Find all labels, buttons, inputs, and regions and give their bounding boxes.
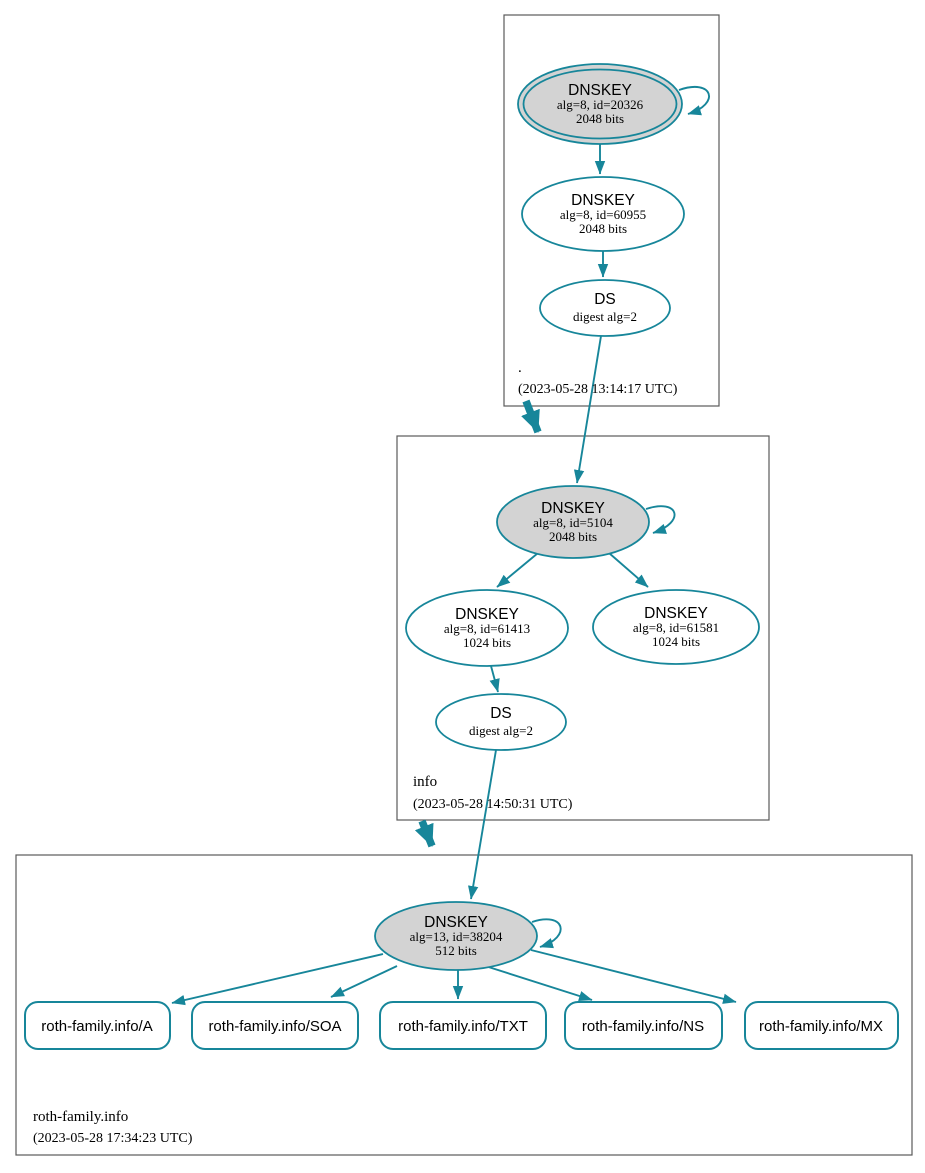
dnskey-60955-detail: alg=8, id=60955 bbox=[560, 207, 646, 222]
edge-dnskey-38204-to-rrset-soa bbox=[330, 965, 398, 998]
dnskey-61413-title: DNSKEY bbox=[455, 606, 519, 623]
rrset-a-label: roth-family.info/A bbox=[41, 1018, 152, 1035]
rrset-txt-label: roth-family.info/TXT bbox=[398, 1018, 528, 1035]
rrset-node-soa[interactable] bbox=[191, 1001, 359, 1050]
edge-dnskey-38204-to-rrset-mx bbox=[530, 949, 737, 1004]
zone-timestamp-root: (2023-05-28 13:14:17 UTC) bbox=[518, 382, 678, 397]
edge-ds-info-to-dnskey-38204 bbox=[468, 749, 497, 900]
dnskey-61581-bits: 1024 bits bbox=[652, 634, 700, 649]
ds-root-node[interactable] bbox=[539, 279, 671, 337]
edge-dnskey-38204-to-rrset-a bbox=[171, 953, 384, 1006]
edge-selfsign-dnskey-5104 bbox=[645, 505, 676, 534]
ds-info-node[interactable] bbox=[435, 693, 567, 751]
dnskey-20326-bits: 2048 bits bbox=[576, 111, 624, 126]
dnskey-5104-node[interactable] bbox=[496, 485, 650, 559]
zone-timestamp-info: (2023-05-28 14:50:31 UTC) bbox=[413, 797, 573, 812]
dnskey-5104-title: DNSKEY bbox=[541, 500, 605, 517]
dnskey-5104-detail: alg=8, id=5104 bbox=[533, 515, 613, 530]
dnskey-60955-bits: 2048 bits bbox=[579, 221, 627, 236]
dnskey-20326-title: DNSKEY bbox=[568, 82, 632, 99]
edge-ds-root-to-dnskey-5104 bbox=[573, 335, 602, 484]
dnskey-60955-title: DNSKEY bbox=[571, 192, 635, 209]
dnskey-38204-node[interactable] bbox=[374, 901, 538, 971]
edge-dnskey-5104-to-dnskey-61413 bbox=[496, 552, 539, 588]
rrset-mx-label: roth-family.info/MX bbox=[759, 1018, 883, 1035]
dnskey-20326-node[interactable] bbox=[517, 63, 683, 145]
edge-dnskey-61413-to-ds-info bbox=[489, 665, 500, 693]
rrset-ns-label: roth-family.info/NS bbox=[582, 1018, 704, 1035]
edge-delegation-info-to-roth-family bbox=[414, 819, 436, 848]
dnskey-61581-node[interactable] bbox=[592, 589, 760, 665]
dnskey-5104-bits: 2048 bits bbox=[549, 529, 597, 544]
rrset-node-mx[interactable] bbox=[744, 1001, 899, 1050]
rrset-soa-label: roth-family.info/SOA bbox=[208, 1018, 341, 1035]
edge-dnskey-38204-to-rrset-ns bbox=[478, 963, 593, 1002]
ds-info-detail: digest alg=2 bbox=[469, 723, 533, 738]
dnskey-61581-title: DNSKEY bbox=[644, 605, 708, 622]
rrset-node-txt[interactable] bbox=[379, 1001, 547, 1050]
dnskey-61413-node[interactable] bbox=[405, 589, 569, 667]
dnskey-60955-node[interactable] bbox=[521, 176, 685, 252]
dnskey-20326-inner-ring bbox=[522, 68, 678, 140]
zone-label-roth-family-info: roth-family.info bbox=[33, 1109, 128, 1125]
dnskey-61581-detail: alg=8, id=61581 bbox=[633, 620, 719, 635]
zone-label-info: info bbox=[413, 774, 437, 790]
dnskey-61413-detail: alg=8, id=61413 bbox=[444, 621, 530, 636]
edge-selfsign-dnskey-38204 bbox=[531, 918, 562, 949]
edge-selfsign-dnskey-20326 bbox=[678, 85, 710, 116]
dnskey-38204-title: DNSKEY bbox=[424, 914, 488, 931]
edge-dnskey-5104-to-dnskey-61581 bbox=[608, 552, 649, 588]
dnskey-38204-detail: alg=13, id=38204 bbox=[410, 929, 503, 944]
dnskey-61413-bits: 1024 bits bbox=[463, 635, 511, 650]
ds-root-detail: digest alg=2 bbox=[573, 309, 637, 324]
rrset-node-a[interactable] bbox=[24, 1001, 171, 1050]
dnskey-38204-bits: 512 bits bbox=[435, 943, 477, 958]
ds-root-title: DS bbox=[594, 291, 616, 308]
dnskey-20326-detail: alg=8, id=20326 bbox=[557, 97, 644, 112]
ds-info-title: DS bbox=[490, 705, 512, 722]
zone-label-root: . bbox=[518, 360, 522, 376]
rrset-node-ns[interactable] bbox=[564, 1001, 723, 1050]
zone-timestamp-roth-family-info: (2023-05-28 17:34:23 UTC) bbox=[33, 1131, 193, 1146]
edge-delegation-root-to-info bbox=[521, 399, 542, 434]
